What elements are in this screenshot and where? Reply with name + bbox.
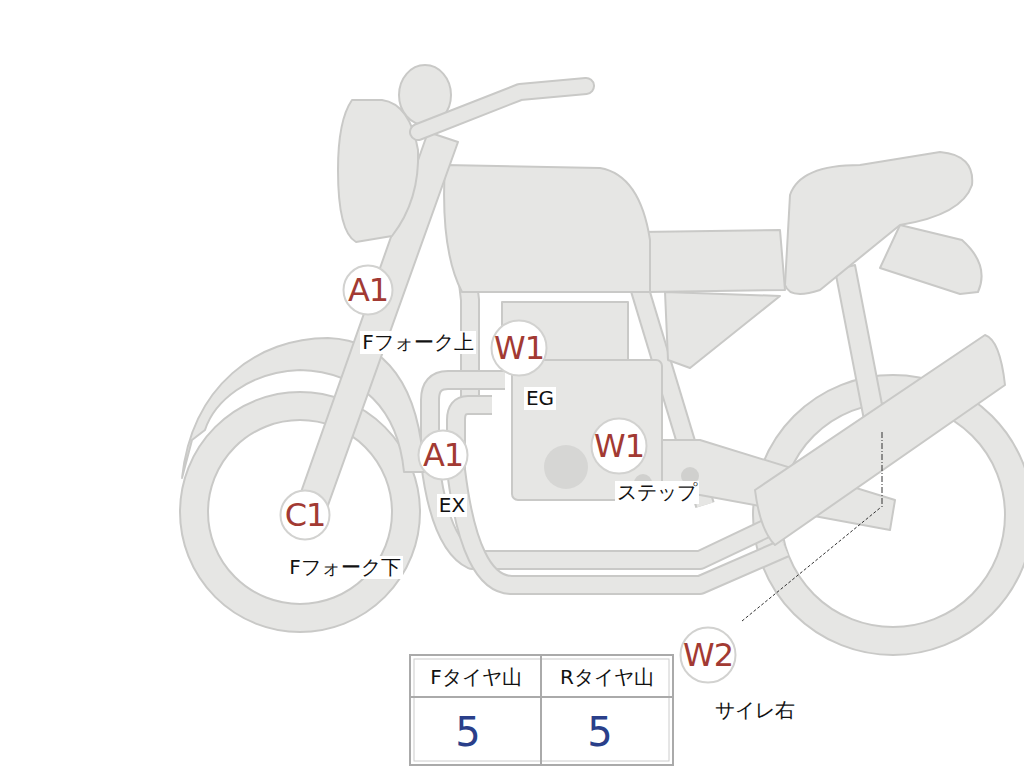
callout-circle-shape [592, 419, 647, 474]
part-label: EG [524, 387, 556, 410]
table-rule [540, 655, 542, 765]
leader-line [742, 508, 880, 621]
part-label: Fフォーク下 [287, 556, 403, 579]
table-value: 5 [587, 712, 612, 752]
seat [785, 152, 972, 294]
callout-circle-shape [492, 321, 547, 376]
part-label: Fフォーク上 [360, 331, 476, 354]
callout-circle-shape [281, 491, 330, 540]
callout-circle-shape [419, 431, 468, 480]
callout-marker: W2 サイレ右 [679, 626, 797, 722]
motorcycle-body [180, 65, 1024, 655]
part-label: ステップ [615, 481, 699, 504]
callout-number: A1 [423, 439, 463, 471]
handlebar [418, 86, 586, 132]
fuel-tank [444, 165, 650, 292]
silencer [755, 335, 1005, 545]
handlebar [418, 86, 586, 132]
tail-cowl [880, 225, 982, 294]
table-header: Rタイヤ山 [560, 667, 654, 687]
callout-marker: A1Fフォーク上 [342, 264, 476, 354]
callout-number: W1 [594, 430, 644, 462]
part-label: EX [437, 494, 467, 517]
front-tire [180, 392, 420, 632]
front-fender [182, 338, 424, 478]
part-label: サイレ右 [713, 699, 797, 722]
callout-circle-shape [681, 628, 736, 683]
leader-line [882, 432, 883, 508]
callout-number: W2 [683, 639, 733, 671]
exhaust-pipe [456, 405, 785, 585]
table-header: Fタイヤ山 [430, 667, 522, 687]
rear-shock [835, 265, 885, 425]
side-cover [640, 230, 785, 292]
table-value: 5 [455, 712, 480, 752]
callout-circle: A1 [417, 429, 469, 481]
callout-circle-shape [344, 266, 393, 315]
callout-circle: W1 [590, 417, 648, 475]
side-cover-lower [665, 292, 780, 368]
callout-marker: W1 ステップ [590, 417, 699, 504]
headlight [338, 100, 418, 242]
callout-marker: W1EG [490, 319, 556, 410]
callout-number: W1 [494, 332, 544, 364]
tire-table [410, 655, 673, 765]
table-frame [410, 655, 673, 765]
callout-number: A1 [348, 274, 388, 306]
callout-circle: W1 [490, 319, 548, 377]
callout-marker: C1Fフォーク下 [279, 489, 403, 579]
callout-circle: W2 [679, 626, 737, 684]
callout-circle: C1 [279, 489, 331, 541]
callout-marker: A1EX [417, 429, 469, 517]
engine-cover [544, 445, 588, 489]
engine-case [512, 360, 662, 500]
exhaust-pipe [456, 405, 785, 585]
callout-circle: A1 [342, 264, 394, 316]
callout-number: C1 [285, 499, 326, 531]
